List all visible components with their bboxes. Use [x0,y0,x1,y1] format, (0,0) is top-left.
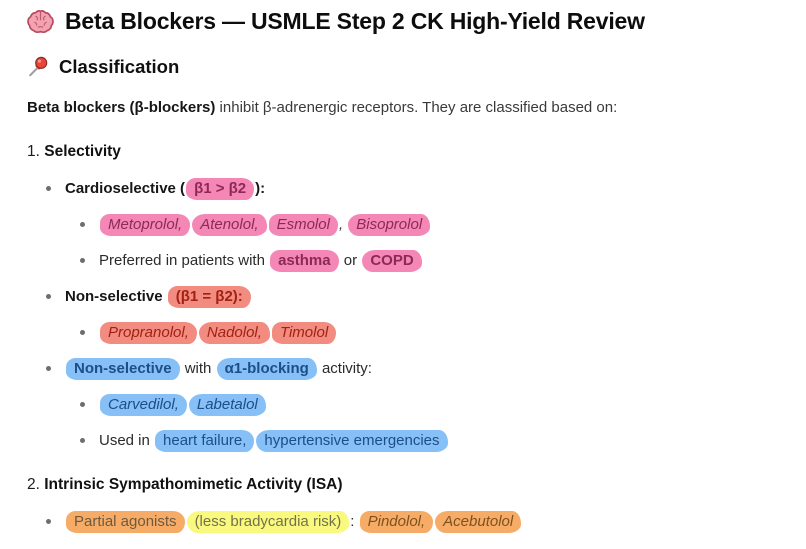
bullet-alpha-blocking: Non-selective with α1-blocking activity: [27,357,778,380]
heading-selectivity-title: Selectivity [44,142,121,160]
drug-atenolol: Atenolol, [192,213,267,236]
highlight-copd: COPD [362,249,422,272]
drug-acebutolol: Acebutolol [435,510,522,533]
bullet-icon [80,221,85,227]
bullet-icon [80,257,85,263]
bullet-cardioselective-drugs: Metoprolol,Atenolol,Esmolol, Bisoprolol [27,213,778,236]
intro-paragraph: Beta blockers (β-blockers) inhibit β-adr… [27,98,778,117]
drug-propranolol: Propranolol, [100,321,197,344]
bullet-icon [80,437,85,443]
drug-carvedilol: Carvedilol, [100,393,187,416]
bullet-nonselective-drugs: Propranolol,Nadolol,Timolol [27,321,778,344]
drug-bisoprolol: Bisoprolol [348,213,431,236]
drug-labetalol: Labetalol [188,393,266,416]
page-title-text: Beta Blockers — USMLE Step 2 CK High-Yie… [65,8,645,34]
brain-icon [27,9,54,34]
nonselective-label: Non-selective [65,287,167,305]
drug-metoprolol: Metoprolol, [100,213,191,236]
bullet-alpha-uses: Used in heart failure,hypertensive emerg… [27,429,778,452]
bullet-icon [46,365,51,371]
bullet-icon [46,518,51,524]
drug-nadolol: Nadolol, [198,321,270,344]
section-title-text: Classification [59,56,180,77]
heading-isa-title: Intrinsic Sympathomimetic Activity (ISA) [44,475,343,493]
drug-separator: , [338,215,348,233]
cardioselective-label: Cardioselective ( [65,179,186,197]
bullet-alpha-drugs: Carvedilol,Labetalol [27,393,778,416]
bullet-nonselective: Non-selective (β1 = β2): [27,285,778,308]
heading-isa: 2. Intrinsic Sympathomimetic Activity (I… [27,475,778,494]
highlight-partial-agonists: Partial agonists [66,510,185,533]
drug-timolol: Timolol [271,321,337,344]
highlight-alpha1-blocking: α1-blocking [216,357,317,380]
highlight-less-bradycardia: (less bradycardia risk) [186,510,350,533]
intro-lead: Beta blockers (β-blockers) [27,98,216,116]
heading-isa-number: 2. [27,475,40,493]
preferred-text-1: Preferred in patients with [99,251,270,269]
highlight-hypertensive-emergencies: hypertensive emergencies [256,429,448,452]
heading-selectivity-number: 1. [27,142,40,160]
bullet-icon [46,293,51,299]
alpha-text-1: with [180,359,216,377]
uses-text-1: Used in [99,431,155,449]
highlight-beta1-gt-beta2: β1 > β2 [186,177,255,200]
drug-esmolol: Esmolol [268,213,338,236]
preferred-text-2: or [339,251,362,269]
partial-agonists-colon: : [350,512,359,530]
heading-selectivity: 1. Selectivity [27,142,778,161]
bullet-cardioselective: Cardioselective (β1 > β2): [27,177,778,200]
intro-rest: inhibit β-adrenergic receptors. They are… [215,98,618,116]
page-title: Beta Blockers — USMLE Step 2 CK High-Yie… [27,8,778,35]
highlight-asthma: asthma [270,249,339,272]
pushpin-icon [27,56,49,78]
bullet-icon [80,401,85,407]
document-page: Beta Blockers — USMLE Step 2 CK High-Yie… [27,8,778,533]
bullet-preferred: Preferred in patients with asthma or COP… [27,249,778,272]
highlight-heart-failure: heart failure, [155,429,255,452]
highlight-beta1-eq-beta2: (β1 = β2): [167,285,251,308]
bullet-icon [80,329,85,335]
highlight-nonselective-alpha: Non-selective [66,357,180,380]
drug-pindolol: Pindolol, [359,510,434,533]
alpha-text-2: activity: [317,359,372,377]
section-classification: Classification [27,56,778,78]
cardioselective-tail: ): [255,179,266,197]
bullet-partial-agonists: Partial agonists(less bradycardia risk):… [27,510,778,533]
bullet-icon [46,185,51,191]
